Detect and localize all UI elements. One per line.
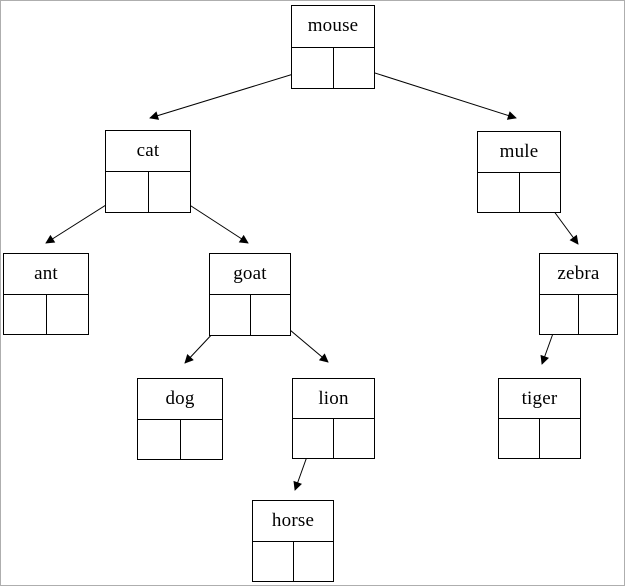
right-pointer-cell [334, 419, 374, 458]
left-pointer-cell [106, 172, 149, 212]
pointer-cells [540, 294, 617, 335]
right-pointer-cell [181, 420, 223, 460]
pointer-cells [499, 419, 580, 458]
left-pointer-cell [138, 419, 181, 459]
tree-node-ant: ant [3, 253, 89, 335]
edge-arrow-mouse-mule [352, 65, 517, 120]
node-label: dog [138, 379, 222, 420]
right-pointer-cell [334, 48, 375, 89]
tree-node-lion: lion [292, 378, 375, 459]
pointer-cells [138, 419, 223, 460]
node-label: mouse [292, 6, 374, 48]
right-pointer-cell [520, 173, 561, 213]
tree-node-mule: mule [477, 131, 561, 213]
left-pointer-cell [293, 419, 334, 458]
tree-node-dog: dog [137, 378, 223, 460]
left-pointer-cell [292, 47, 334, 88]
edge-arrow-mouse-cat [149, 67, 314, 120]
pointer-cells [4, 294, 89, 335]
right-pointer-cell [579, 295, 617, 335]
pointer-cells [293, 419, 374, 458]
tree-node-zebra: zebra [539, 253, 618, 335]
node-label: cat [106, 131, 190, 172]
right-pointer-cell [47, 295, 89, 335]
pointer-cells [106, 172, 190, 212]
right-pointer-cell [149, 172, 191, 212]
right-pointer-cell [251, 295, 291, 335]
pointer-cells [292, 47, 375, 89]
tree-node-mouse: mouse [291, 5, 375, 89]
tree-node-horse: horse [252, 500, 334, 582]
right-pointer-cell [294, 542, 334, 582]
left-pointer-cell [4, 294, 47, 334]
node-label: mule [478, 132, 560, 173]
left-pointer-cell [253, 541, 294, 581]
tree-node-tiger: tiger [498, 378, 581, 459]
pointer-cells [478, 172, 561, 213]
left-pointer-cell [478, 172, 520, 212]
node-label: tiger [499, 379, 580, 419]
tree-node-cat: cat [105, 130, 191, 213]
node-label: horse [253, 501, 333, 542]
left-pointer-cell [540, 294, 579, 334]
node-label: goat [210, 254, 290, 295]
left-pointer-cell [499, 419, 540, 458]
left-pointer-cell [210, 295, 251, 335]
right-pointer-cell [540, 419, 580, 458]
node-label: lion [293, 379, 374, 419]
node-label: zebra [540, 254, 617, 295]
pointer-cells [210, 295, 290, 335]
pointer-cells [253, 541, 334, 582]
node-label: ant [4, 254, 88, 295]
tree-node-goat: goat [209, 253, 291, 336]
